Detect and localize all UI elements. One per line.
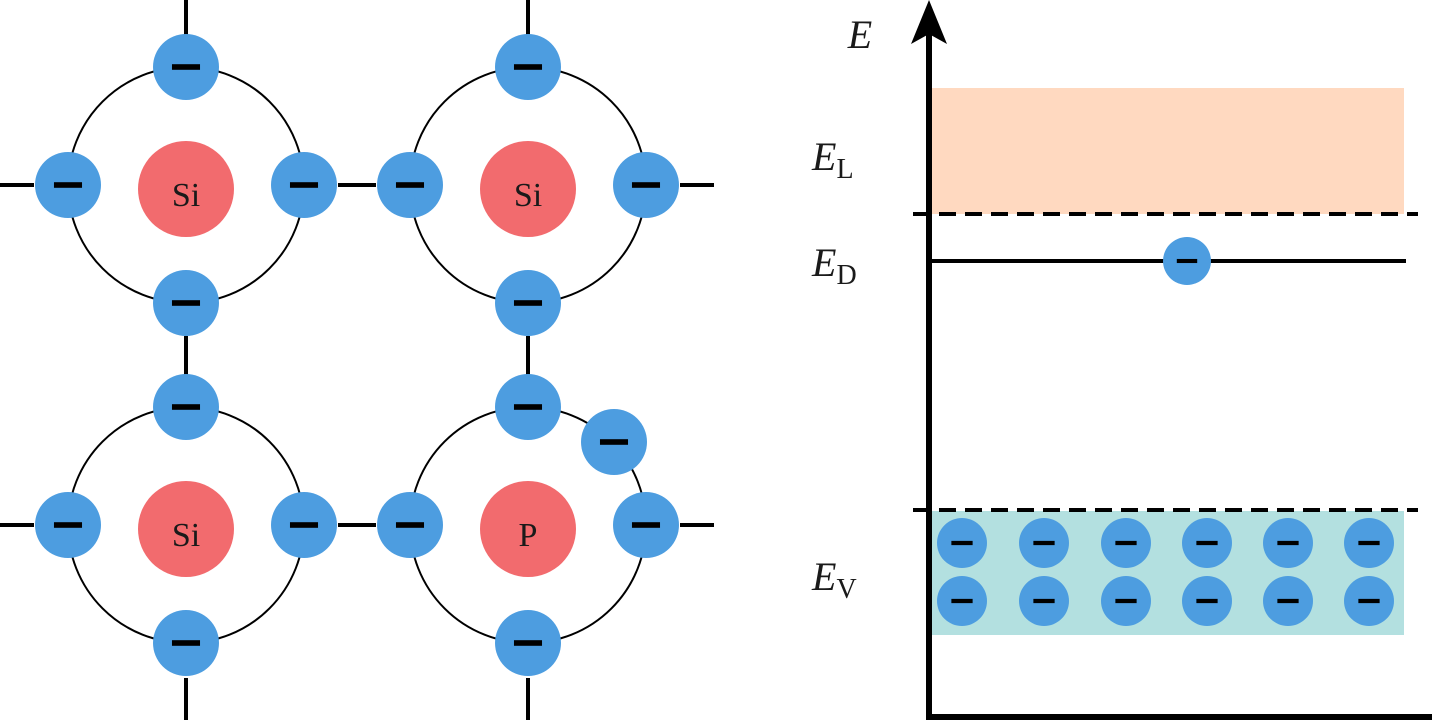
minus-sign-icon (171, 300, 201, 306)
valence-electron (153, 374, 219, 440)
nucleus (138, 481, 234, 577)
valence-band-electron (1182, 576, 1232, 626)
valence-electron (377, 152, 443, 218)
minus-sign-icon (1115, 598, 1137, 604)
valence-electron (153, 270, 219, 336)
valence-band-electron (1344, 518, 1394, 568)
label-symbol: E (811, 134, 836, 179)
minus-sign-icon (53, 182, 83, 188)
valence-electron (613, 492, 679, 558)
nucleus (138, 141, 234, 237)
lattice-bonds (0, 0, 714, 720)
minus-sign-icon (289, 522, 319, 528)
nucleus (480, 481, 576, 577)
minus-sign-icon (1033, 540, 1055, 546)
minus-sign-icon (171, 64, 201, 70)
minus-sign-icon (1176, 258, 1198, 264)
minus-sign-icon (951, 540, 973, 546)
donor-level-label: ED (811, 240, 857, 291)
valence-electron (153, 610, 219, 676)
minus-sign-icon (1277, 540, 1299, 546)
nucleus (480, 141, 576, 237)
lattice-electrons (35, 34, 679, 676)
minus-sign-icon (513, 404, 543, 410)
conduction-band (931, 88, 1404, 214)
minus-sign-icon (1358, 540, 1380, 546)
atom-symbol: Si (172, 517, 200, 554)
minus-sign-icon (53, 522, 83, 528)
minus-sign-icon (631, 182, 661, 188)
minus-sign-icon (513, 300, 543, 306)
valence-electron (35, 492, 101, 558)
valence-electron (495, 270, 561, 336)
conduction-band-label: EL (811, 134, 854, 185)
atom-symbol: Si (172, 177, 200, 214)
label-symbol: E (811, 240, 836, 285)
valence-band-electron (1019, 576, 1069, 626)
atom-p: P (480, 481, 576, 577)
minus-sign-icon (395, 522, 425, 528)
minus-sign-icon (1196, 540, 1218, 546)
valence-electron (495, 610, 561, 676)
minus-sign-icon (171, 404, 201, 410)
axis-arrow-icon (911, 0, 947, 44)
label-subscript: L (836, 154, 853, 185)
valence-electron (153, 34, 219, 100)
minus-sign-icon (171, 640, 201, 646)
minus-sign-icon (289, 182, 319, 188)
minus-sign-icon (1358, 598, 1380, 604)
atom-si-3: Si (138, 481, 234, 577)
minus-sign-icon (395, 182, 425, 188)
minus-sign-icon (599, 439, 629, 445)
atom-symbol: Si (514, 177, 542, 214)
label-symbol: E (811, 554, 836, 599)
minus-sign-icon (951, 598, 973, 604)
band-diagram: E EL ED EV (811, 0, 1432, 720)
minus-sign-icon (513, 640, 543, 646)
energy-axis-label: E (847, 12, 872, 57)
minus-sign-icon (513, 64, 543, 70)
minus-sign-icon (631, 522, 661, 528)
valence-electron (35, 152, 101, 218)
valence-band-electron (937, 518, 987, 568)
valence-band-electron (1101, 518, 1151, 568)
valence-electron (613, 152, 679, 218)
valence-electron (377, 492, 443, 558)
valence-electron (495, 34, 561, 100)
valence-band-electron (1344, 576, 1394, 626)
valence-electron (495, 374, 561, 440)
band-electrons (937, 237, 1394, 626)
valence-band-electron (1019, 518, 1069, 568)
valence-band-electron (1101, 576, 1151, 626)
valence-electron (271, 152, 337, 218)
valence-band-electron (1182, 518, 1232, 568)
donor-electron (581, 409, 647, 475)
minus-sign-icon (1196, 598, 1218, 604)
atom-si-2: Si (480, 141, 576, 237)
atom-symbol: P (519, 517, 538, 554)
minus-sign-icon (1033, 598, 1055, 604)
minus-sign-icon (1277, 598, 1299, 604)
label-subscript: D (836, 260, 856, 291)
valence-band-electron (937, 576, 987, 626)
valence-band-electron (1263, 576, 1313, 626)
atom-si-1: Si (138, 141, 234, 237)
minus-sign-icon (1115, 540, 1137, 546)
donor-level-electron (1163, 237, 1211, 285)
valence-electron (271, 492, 337, 558)
crystal-lattice: Si Si Si P (0, 0, 714, 720)
label-subscript: V (836, 574, 856, 605)
valence-band-electron (1263, 518, 1313, 568)
valence-band (931, 511, 1404, 635)
valence-band-label: EV (811, 554, 857, 605)
